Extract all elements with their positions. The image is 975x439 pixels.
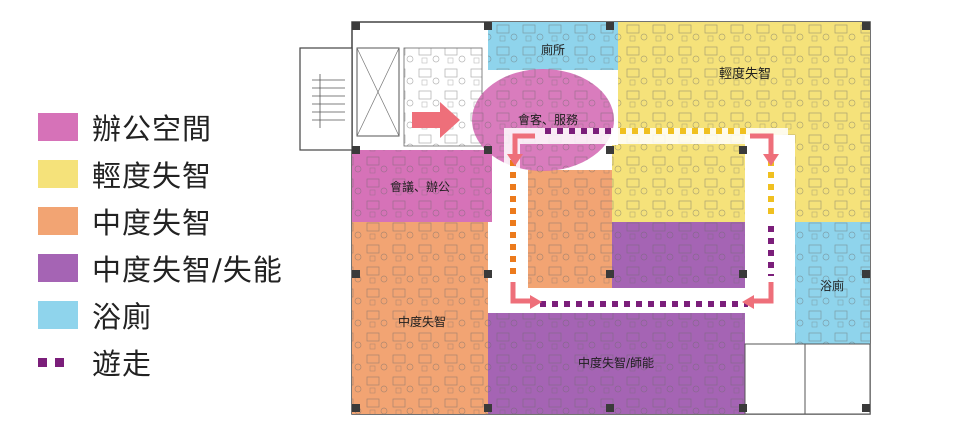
entry-arrow-icon [412, 102, 460, 138]
legend-label-office: 辦公空間 [92, 112, 213, 146]
stair-bottom-right [744, 343, 806, 415]
stair-core [299, 47, 353, 151]
wander-arrows [510, 133, 774, 304]
room-label-disability-bottom: 中度失智/師能 [578, 355, 654, 370]
legend-item-disability: 中度失智/失能 [38, 251, 283, 287]
legend-item-bath: 浴廁 [38, 298, 152, 334]
legend-item-wander: 遊走 [38, 345, 152, 381]
legend-label-light: 輕度失智 [92, 159, 213, 193]
room-label-moderate-left: 中度失智 [398, 314, 446, 329]
legend-swatch-office [38, 113, 78, 141]
room-label-light-dementia: 輕度失智 [719, 66, 771, 82]
legend-label-disability: 中度失智/失能 [92, 253, 283, 287]
room-label-toilet-top: 廁所 [541, 42, 565, 57]
legend-label-moderate: 中度失智 [92, 206, 213, 240]
room-label-bath-right: 浴廁 [820, 278, 844, 293]
room-label-meeting: 會議、辦公 [390, 180, 450, 194]
room-label-reception: 會客、服務 [518, 112, 578, 127]
legend-swatch-light [38, 160, 78, 188]
legend-swatch-bath [38, 301, 78, 329]
stair-steps [312, 74, 345, 128]
structural-columns [352, 22, 870, 412]
legend-item-moderate: 中度失智 [38, 204, 212, 240]
legend-swatch-disability [38, 254, 78, 282]
legend-item-light: 輕度失智 [38, 157, 212, 193]
legend-swatch-moderate [38, 207, 78, 235]
legend-swatch-wander [38, 348, 78, 376]
legend-item-office: 辦公空間 [38, 110, 212, 146]
legend-label-wander: 遊走 [92, 347, 153, 381]
legend-label-bath: 浴廁 [92, 300, 153, 334]
